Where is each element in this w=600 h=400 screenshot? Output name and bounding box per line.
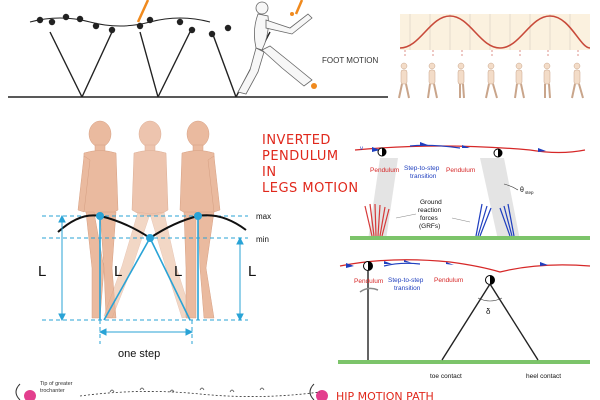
com-path-2 xyxy=(339,259,591,273)
length-label-right: L xyxy=(248,263,256,280)
pendulum-legs xyxy=(99,216,199,321)
hip-marker-right xyxy=(316,390,328,400)
grf-label-1: Ground xyxy=(420,199,442,206)
hip-joints xyxy=(96,212,202,242)
grf-blue-vectors xyxy=(475,203,515,237)
compass-hip-path xyxy=(29,17,211,27)
title-block: INVERTED PENDULUM IN LEGS MOTION xyxy=(262,133,359,196)
body-pendulum-panel: L L L L max min one step xyxy=(38,120,271,360)
grf-pointer-lines xyxy=(395,213,471,223)
delta-label: δ xyxy=(486,307,491,316)
max-label: max xyxy=(256,212,271,221)
title-line-4: LEGS MOTION xyxy=(262,181,359,196)
sine-drop-lines xyxy=(404,50,579,58)
foot-marker xyxy=(311,83,317,89)
transition-label-1b: transition xyxy=(410,173,437,180)
sine-curve xyxy=(399,15,591,49)
hip-markers xyxy=(36,13,232,38)
compass-pendulum-panel: δ Pendulum Step-to-step transition Pendu… xyxy=(338,259,591,380)
hip-motion-path-label: HIP MOTION PATH xyxy=(336,390,434,400)
human-figure-1 xyxy=(77,120,119,319)
title-line-3: IN xyxy=(262,165,277,180)
delta-arc xyxy=(477,297,503,302)
com-arrows-2 xyxy=(346,260,548,268)
sine-gridlines xyxy=(409,14,571,50)
swing-arc xyxy=(359,287,379,293)
toe-contact-label: toe contact xyxy=(430,373,462,380)
compass-gait-panel: FOOT MOTION xyxy=(8,0,388,98)
title-line-2: PENDULUM xyxy=(262,149,339,164)
length-label-left: L xyxy=(38,263,46,280)
orange-pointer-2 xyxy=(294,0,304,15)
orange-pointer-1 xyxy=(136,0,150,23)
ground-strip-1 xyxy=(350,236,590,240)
hip-motion-path-panel: Tip of greater trochanter HIP MOTION PAT… xyxy=(15,381,434,400)
pendulum-label-3: Pendulum xyxy=(354,278,383,285)
walking-figure-sketch xyxy=(237,1,313,95)
compass-legs xyxy=(49,31,271,98)
pendulum-label-1: Pendulum xyxy=(370,167,399,174)
length-label-mid-right: L xyxy=(174,263,182,280)
com-arrows-1 xyxy=(372,142,546,152)
hip-marker-left xyxy=(24,390,36,400)
transition-label-2b: transition xyxy=(394,285,421,292)
stance-legs xyxy=(367,270,539,361)
trochanter-label-1: Tip of greater xyxy=(40,381,73,387)
length-label-mid-left: L xyxy=(114,263,122,280)
human-figures xyxy=(77,120,221,319)
ground-strip-2 xyxy=(338,360,590,364)
grf-diagram-panel: v Pendulum Step-to-step transition Pendu… xyxy=(350,142,590,240)
hip-dotted-path xyxy=(79,391,321,397)
grf-label-3: forces xyxy=(420,215,438,222)
length-arrows xyxy=(58,214,244,336)
grf-label-4: (GRFs) xyxy=(419,223,440,230)
foot-motion-label: FOOT MOTION xyxy=(322,56,379,65)
pendulum-label-4: Pendulum xyxy=(434,277,463,284)
sine-background xyxy=(400,14,590,50)
trochanter-label-2: trochanter xyxy=(40,388,65,394)
transition-label-2a: Step-to-step xyxy=(388,277,424,284)
grf-red-vectors xyxy=(364,203,390,237)
one-step-label: one step xyxy=(118,348,160,360)
hip-ticks xyxy=(109,387,265,393)
com-markers-2 xyxy=(363,261,495,285)
transition-label-1a: Step-to-step xyxy=(404,165,440,172)
human-figure-2 xyxy=(103,120,193,319)
theta-label: θ xyxy=(520,187,524,194)
gait-frames xyxy=(398,62,584,99)
velocity-label: v xyxy=(360,146,363,152)
theta-arc xyxy=(503,183,519,191)
heel-contact-label: heel contact xyxy=(526,373,561,380)
com-markers-1 xyxy=(377,147,503,158)
grf-label-2: reaction xyxy=(418,207,442,214)
com-path-1 xyxy=(354,145,586,154)
theta-subscript: step xyxy=(525,190,534,195)
min-label: min xyxy=(256,235,269,244)
title-line-1: INVERTED xyxy=(262,133,331,148)
sine-wave-panel xyxy=(398,14,591,99)
pendulum-label-2: Pendulum xyxy=(446,167,475,174)
